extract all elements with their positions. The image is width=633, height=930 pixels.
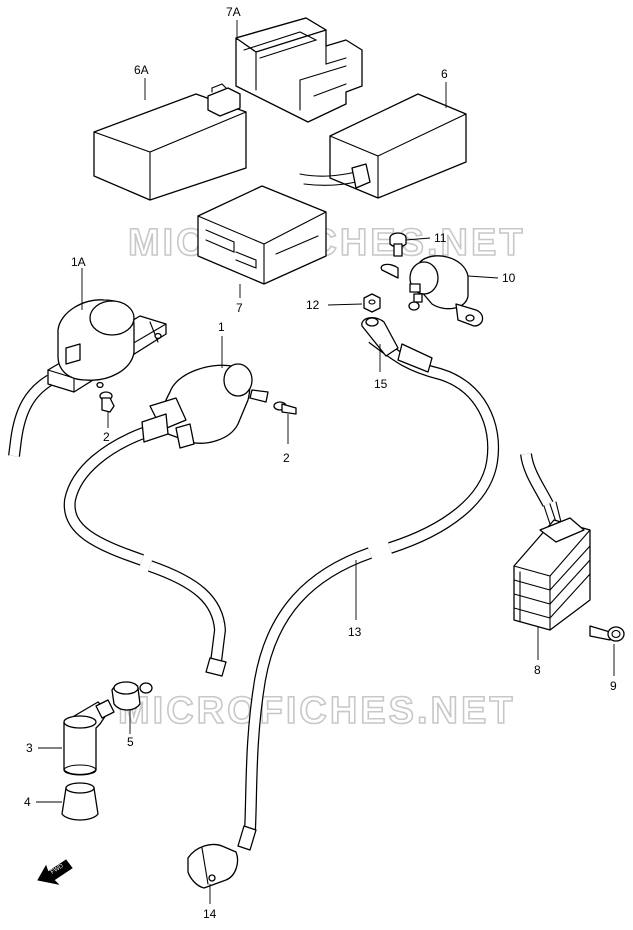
part-2-screw-left[interactable]: [99, 391, 115, 413]
part-2-screw-right[interactable]: [273, 401, 297, 415]
watermark-bottom: MICROFICHES.NET: [118, 690, 516, 732]
label-7: 7: [236, 301, 243, 315]
label-1: 1: [218, 320, 225, 334]
label-11: 11: [434, 231, 447, 245]
part-3-plug-cap[interactable]: [63, 699, 115, 776]
part-5-cap-nut[interactable]: [111, 681, 153, 711]
label-4: 4: [24, 795, 31, 809]
label-8: 8: [534, 663, 541, 677]
part-4-rubber-boot[interactable]: [61, 782, 99, 821]
label-7A: 7A: [226, 5, 241, 19]
label-14: 14: [203, 907, 217, 921]
label-12: 12: [306, 298, 320, 312]
label-5: 5: [127, 735, 134, 749]
watermark-top: MICROFICHES.NET: [128, 222, 526, 264]
label-15: 15: [374, 377, 388, 391]
fwd-arrow-icon: FWD: [37, 859, 73, 885]
label-2-right: 2: [283, 451, 290, 465]
part-6A-module[interactable]: [93, 83, 247, 201]
part-8-regulator-rectifier[interactable]: [513, 452, 591, 631]
part-6-module[interactable]: [299, 93, 467, 199]
part-1A-ignition-coil[interactable]: [8, 299, 167, 457]
label-3: 3: [26, 741, 33, 755]
label-6: 6: [441, 67, 448, 81]
part-14-terminal-boot[interactable]: [187, 825, 257, 889]
part-7-unit[interactable]: [197, 185, 327, 285]
label-9: 9: [610, 679, 617, 693]
part-11-bolt[interactable]: [389, 232, 407, 257]
part-12-nut[interactable]: [363, 293, 381, 313]
part-1-ignition-coil[interactable]: [63, 363, 269, 677]
label-13: 13: [348, 625, 362, 639]
label-6A: 6A: [134, 63, 149, 77]
label-1A: 1A: [71, 255, 86, 269]
part-9-bolt[interactable]: [589, 625, 625, 642]
part-7A-connector[interactable]: [235, 17, 363, 123]
label-10: 10: [502, 271, 516, 285]
label-2-left: 2: [103, 430, 110, 444]
part-13-battery-lead[interactable]: [244, 316, 500, 831]
part-10-starter-relay[interactable]: [380, 255, 484, 327]
